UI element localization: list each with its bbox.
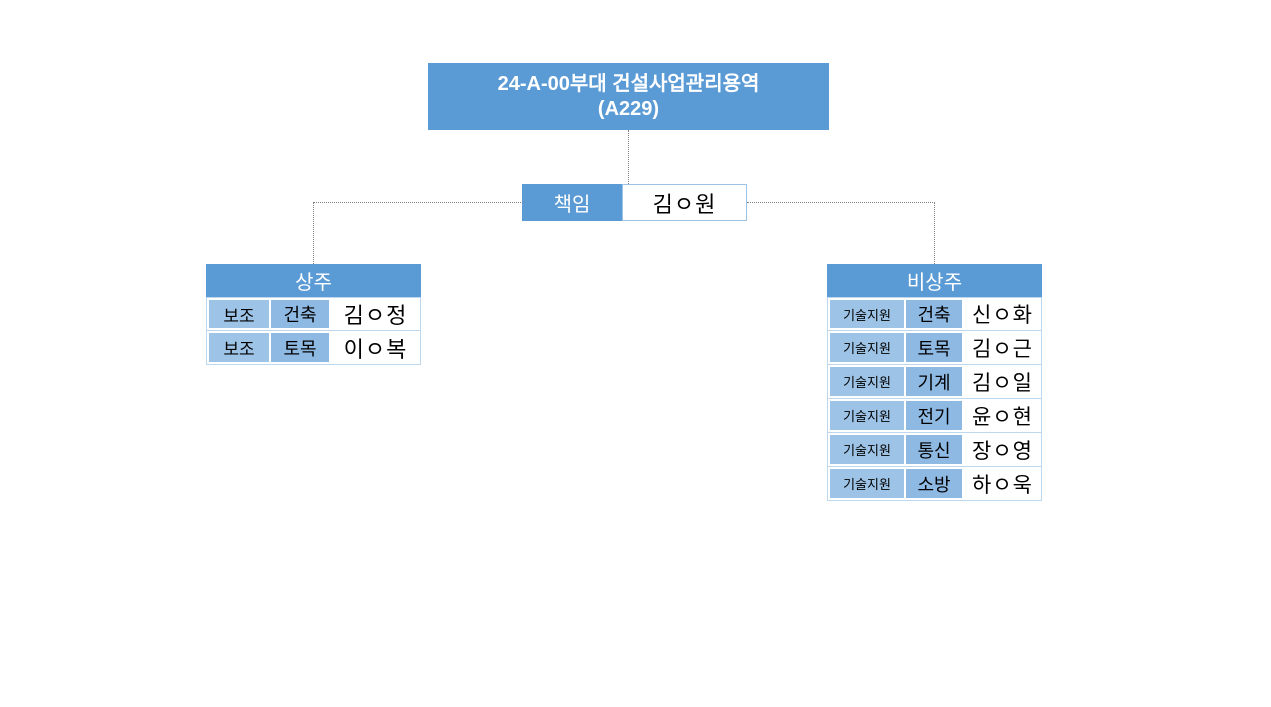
connector-root-to-lead <box>628 130 629 184</box>
row-name: 이ㅇ복 <box>331 331 420 364</box>
root-title-line1: 24-A-00부대 건설사업관리용역 <box>497 72 760 95</box>
row-name: 신ㅇ화 <box>964 298 1041 330</box>
table-row[interactable]: 기술지원 건축 신ㅇ화 <box>827 297 1042 331</box>
row-field: 통신 <box>906 435 962 464</box>
row-field: 토목 <box>271 333 329 362</box>
table-row[interactable]: 보조 토목 이ㅇ복 <box>206 331 421 365</box>
row-field: 소방 <box>906 469 962 498</box>
table-row[interactable]: 기술지원 전기 윤ㅇ현 <box>827 399 1042 433</box>
row-field: 토목 <box>906 333 962 362</box>
table-row[interactable]: 기술지원 기계 김ㅇ일 <box>827 365 1042 399</box>
row-role: 기술지원 <box>830 300 904 328</box>
row-role: 기술지원 <box>830 367 904 396</box>
row-field: 기계 <box>906 367 962 396</box>
row-role: 기술지원 <box>830 333 904 362</box>
group-nonresident-header: 비상주 <box>827 264 1042 297</box>
root-project-box[interactable]: 24-A-00부대 건설사업관리용역 (A229) <box>428 63 829 130</box>
row-name: 김ㅇ근 <box>964 331 1041 364</box>
row-role: 기술지원 <box>830 401 904 430</box>
group-resident-rows: 보조 건축 김ㅇ정 보조 토목 이ㅇ복 <box>206 297 421 365</box>
row-field: 전기 <box>906 401 962 430</box>
row-field: 건축 <box>906 300 962 328</box>
row-name: 하ㅇ욱 <box>964 467 1041 500</box>
connector-lead-to-nonresident-vertical <box>934 202 935 264</box>
lead-role-label: 책임 <box>522 184 622 221</box>
row-name: 장ㅇ영 <box>964 433 1041 466</box>
lead-row[interactable]: 책임 김ㅇ원 <box>522 184 747 221</box>
row-name: 윤ㅇ현 <box>964 399 1041 432</box>
row-name: 김ㅇ일 <box>964 365 1041 398</box>
group-nonresident[interactable]: 비상주 기술지원 건축 신ㅇ화 기술지원 토목 김ㅇ근 기술지원 기계 김ㅇ일 … <box>827 264 1042 501</box>
row-field: 건축 <box>271 300 329 328</box>
connector-lead-to-resident-vertical <box>313 202 314 264</box>
lead-name-value: 김ㅇ원 <box>622 184 747 221</box>
row-name: 김ㅇ정 <box>331 298 420 330</box>
root-title-line2: (A229) <box>597 97 660 120</box>
row-role: 보조 <box>209 333 269 362</box>
row-role: 기술지원 <box>830 469 904 498</box>
group-resident[interactable]: 상주 보조 건축 김ㅇ정 보조 토목 이ㅇ복 <box>206 264 421 365</box>
connector-lead-to-resident-horizontal <box>313 202 523 203</box>
table-row[interactable]: 기술지원 소방 하ㅇ욱 <box>827 467 1042 501</box>
group-resident-header: 상주 <box>206 264 421 297</box>
table-row[interactable]: 기술지원 통신 장ㅇ영 <box>827 433 1042 467</box>
table-row[interactable]: 보조 건축 김ㅇ정 <box>206 297 421 331</box>
connector-lead-to-nonresident-horizontal <box>747 202 935 203</box>
row-role: 기술지원 <box>830 435 904 464</box>
table-row[interactable]: 기술지원 토목 김ㅇ근 <box>827 331 1042 365</box>
group-nonresident-rows: 기술지원 건축 신ㅇ화 기술지원 토목 김ㅇ근 기술지원 기계 김ㅇ일 기술지원… <box>827 297 1042 501</box>
row-role: 보조 <box>209 300 269 328</box>
